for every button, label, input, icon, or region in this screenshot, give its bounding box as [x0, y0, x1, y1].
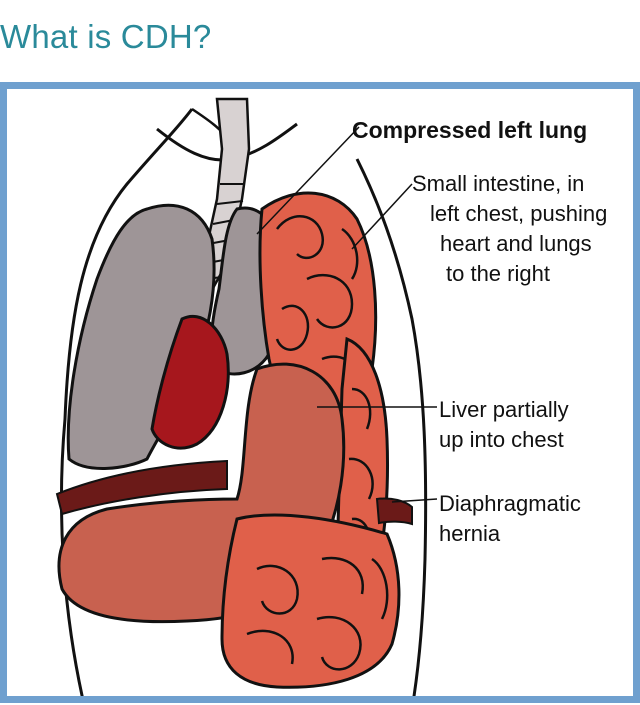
diaphragm: [55, 459, 228, 516]
small-intestine-lower: [220, 513, 401, 689]
right-lung: [66, 203, 216, 470]
label-compressed-lung: Compressed left lung: [352, 117, 588, 143]
label-line: left chest, pushing: [430, 201, 608, 226]
lower-intestine-coils: [246, 556, 389, 671]
diagram-frame: Compressed left lung Small intestine, in…: [0, 82, 640, 703]
anatomy-illustration: [55, 97, 438, 696]
label-hernia: Diaphragmatic hernia: [439, 489, 581, 549]
diaphragm-right: [375, 497, 413, 526]
label-small-intestine: Small intestine, in left chest, pushing …: [412, 169, 627, 289]
label-line: Small intestine, in: [412, 171, 585, 196]
pointer-lines: [256, 126, 438, 503]
body-outline-right: [355, 158, 428, 696]
label-line: up into chest: [439, 427, 564, 452]
label-line: to the right: [446, 261, 550, 286]
page-title: What is CDH?: [0, 18, 212, 55]
label-line: hernia: [439, 521, 501, 546]
heart: [150, 315, 230, 450]
label-line: heart and lungs: [440, 231, 592, 256]
label-line: Liver partially: [439, 397, 569, 422]
label-line: Diaphragmatic: [439, 491, 581, 516]
label-liver: Liver partially up into chest: [439, 395, 569, 455]
